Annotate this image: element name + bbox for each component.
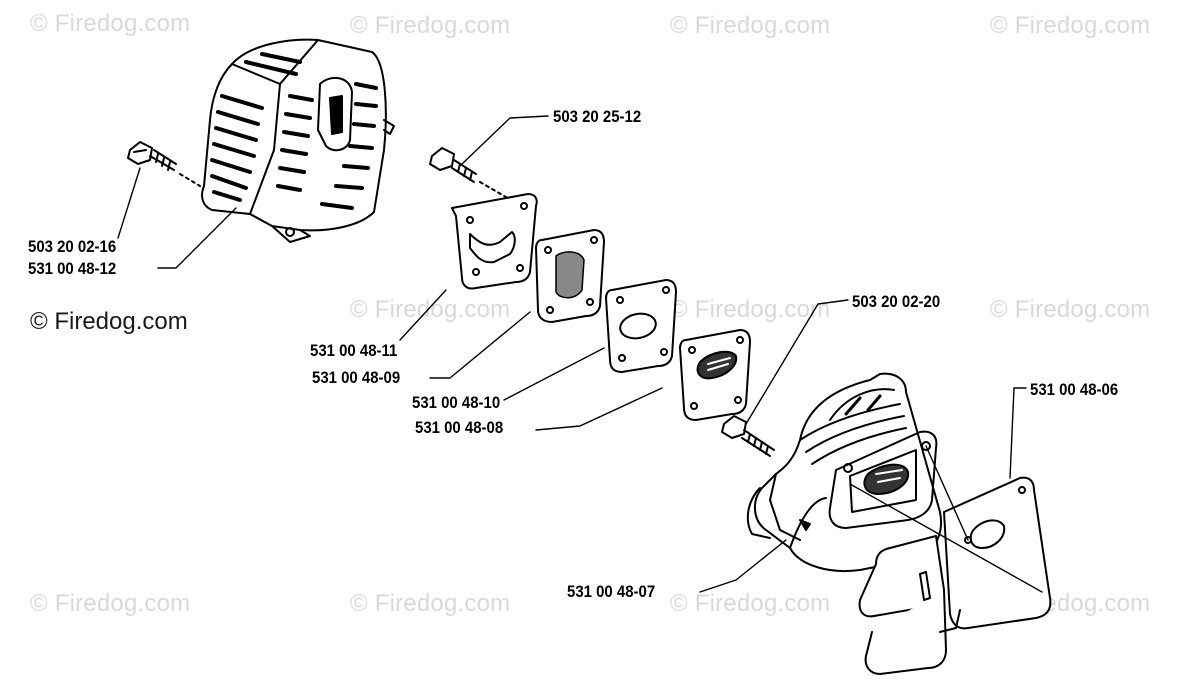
label-part-muffler: 531 00 48-07 [567,582,656,601]
watermark: © Firedog.com [990,296,1151,323]
plate-upper [451,193,538,290]
label-part-screw-left: 503 20 02-16 [28,237,117,256]
watermark: © Firedog.com [670,590,831,617]
label-part-gasket-screen: 531 00 48-09 [312,368,401,387]
watermark: © Firedog.com [350,12,511,39]
label-part-gasket-oval: 531 00 48-10 [412,393,501,412]
screw-right [721,415,775,457]
label-part-gasket-slotted: 531 00 48-08 [415,418,504,437]
watermark: © Firedog.com [30,10,191,37]
watermark: © Firedog.com [670,296,831,323]
label-part-plate-upper: 531 00 48-11 [310,341,398,360]
muffler-cover [201,38,395,243]
watermark: © Firedog.com [350,296,511,323]
screw-top [429,147,519,205]
gasket-screen [535,229,605,323]
label-part-screw-top: 503 20 25-12 [553,107,642,126]
watermark: © Firedog.com [30,590,191,617]
watermark: © Firedog.com [990,12,1151,39]
heat-shield [858,476,1052,675]
label-part-heat-shield: 531 00 48-06 [1030,380,1119,399]
watermark: © Firedog.com [350,590,511,617]
gasket-slotted [679,329,751,421]
watermark: © Firedog.com [670,12,831,39]
label-part-screw-right: 503 20 02-20 [852,292,941,311]
screw-left [127,141,201,187]
label-part-cover: 531 00 48-12 [28,259,117,278]
muffler-body [746,372,942,572]
watermark: © Firedog.com [30,308,188,335]
gasket-oval [605,279,677,373]
leader-lines [117,115,1043,593]
